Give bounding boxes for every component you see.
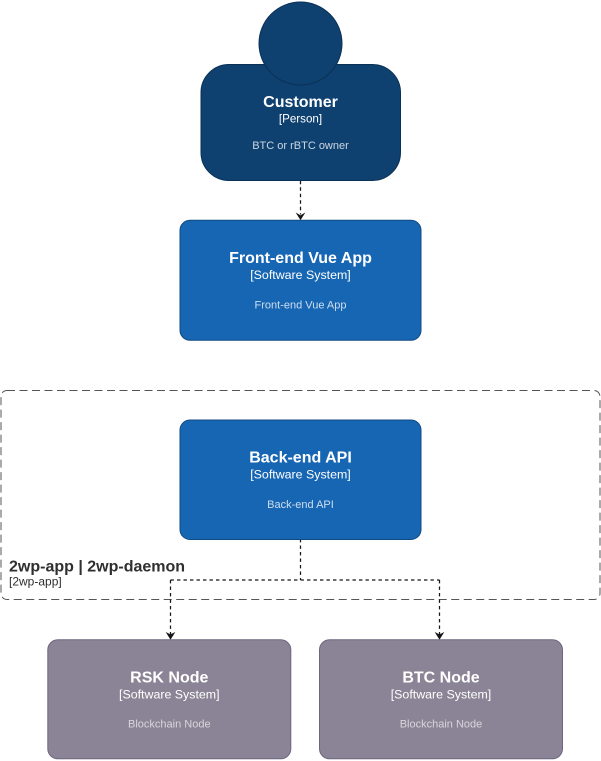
svg-text:[Software System]: [Software System] [119,688,220,702]
svg-text:[Person]: [Person] [279,113,322,126]
svg-text:BTC Node: BTC Node [402,670,479,687]
svg-text:Customer: Customer [263,94,338,111]
svg-text:RSK Node: RSK Node [130,670,208,687]
svg-text:Back-end API: Back-end API [267,499,334,511]
svg-text:[Software System]: [Software System] [250,268,351,282]
svg-text:[Software System]: [Software System] [250,468,351,482]
svg-text:2wp-app | 2wp-daemon: 2wp-app | 2wp-daemon [9,559,185,576]
svg-text:Blockchain Node: Blockchain Node [128,719,211,731]
svg-text:Front-end Vue App: Front-end Vue App [255,300,347,312]
svg-text:BTC or rBTC owner: BTC or rBTC owner [252,140,349,152]
svg-text:Blockchain Node: Blockchain Node [400,719,483,731]
svg-text:Back-end API: Back-end API [249,450,352,467]
svg-text:Front-end Vue App: Front-end Vue App [229,250,372,267]
svg-text:[Software System]: [Software System] [391,688,492,702]
svg-text:[2wp-app]: [2wp-app] [9,575,62,589]
